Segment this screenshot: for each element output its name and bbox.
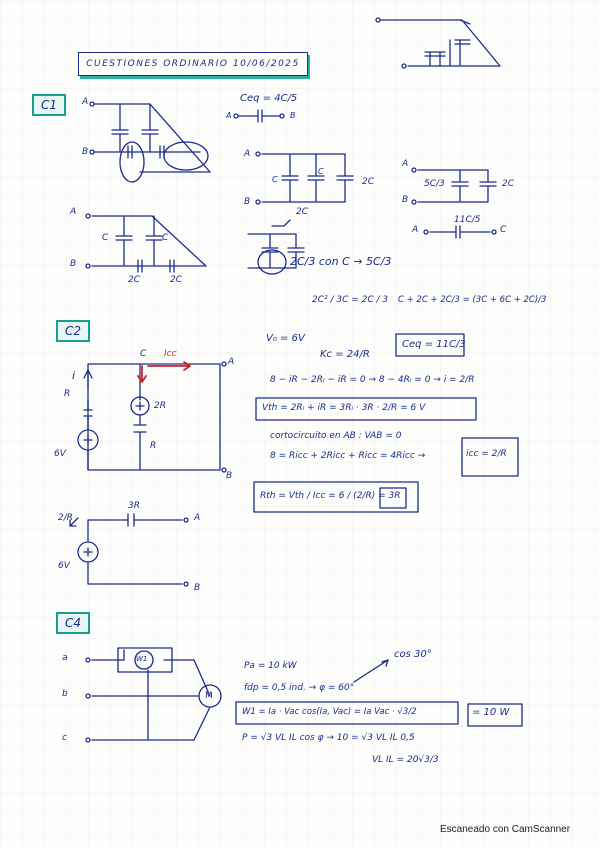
c4-p-eq: P = √3 VL IL cos φ → 10 = √3 VL IL 0,5 [242, 733, 415, 743]
c1-c3-node-a: A [402, 159, 409, 169]
c4-fdp: fdp = 0,5 ind. → φ = 60° [244, 683, 355, 693]
c1-c4-node-a: A [412, 225, 419, 235]
c1-circuit-3 [411, 167, 497, 239]
c2-thev-r: 3R [128, 501, 140, 511]
c1-node-b: B [82, 147, 89, 157]
c1-label-2c-far: 2C [502, 179, 515, 189]
c1-label-c-mid: C [318, 167, 324, 176]
question-label-c2: C2 [56, 320, 90, 342]
c4-line-c: c [62, 733, 67, 743]
c1-circuit-2 [255, 151, 354, 205]
c4-wattmeter: W1 [136, 655, 148, 663]
c2-ceq-result: Ceq = 11C/3 [402, 339, 466, 350]
c1-circuit-5 [247, 219, 305, 275]
c4-line-b: b [62, 689, 68, 699]
c2-icc-arrow [137, 361, 191, 383]
c1-label-2c-right: 2C [362, 177, 375, 187]
c2-thevenin-circuit [69, 513, 189, 587]
c1-ceq-node-a: A [226, 111, 232, 120]
c4-annotations [235, 659, 523, 727]
c4-vl-il: VL IL = 20√3/3 [372, 755, 439, 765]
c2-eq-sum: C + 2C + 2C/3 = (3C + 6C + 2C)/3 [398, 295, 547, 305]
c2-thev-v: 6V [58, 561, 70, 571]
c1-node-a: A [82, 97, 89, 107]
c2-node-b: B [226, 471, 233, 481]
c2-eq-fraction: 2C² / 3C = 2C / 3 [312, 295, 389, 305]
c2-label-2r: 2R [154, 401, 166, 411]
c2-thev-b: B [194, 583, 201, 593]
c1-label-11c5: 11C/5 [454, 215, 481, 225]
c2-rth: Rth = Vth / Icc = 6 / (2/R) = 3R [260, 491, 401, 501]
c1-c5-node-b: B [70, 259, 77, 269]
c2-thev-a: A [194, 513, 201, 523]
c1-c2-node-a: A [244, 149, 251, 159]
c1-series-note: 2C/3 con C → 5C/3 [290, 255, 392, 268]
c2-thev-i: 2/R [58, 513, 74, 523]
c2-circuit [77, 361, 227, 473]
c1-label-2c-under: 2C [296, 207, 309, 217]
question-label-c1: C1 [32, 94, 66, 116]
c4-w1-result: = 10 W [472, 707, 510, 718]
c2-result-boxes [253, 333, 519, 513]
c2-short-eq: 8 = Ricc + 2Ricc + Ricc = 4Ricc → [270, 451, 426, 461]
c1-c5-label-c2: C [162, 233, 169, 243]
c1-ceq-node-b: B [290, 111, 296, 120]
c2-kc: Kc = 24/R [320, 349, 370, 360]
c1-circuit-1 [89, 101, 211, 183]
c1-ceq-symbol [233, 109, 285, 123]
c1-c2-node-b: B [244, 197, 251, 207]
c1-c5-label-c1: C [102, 233, 109, 243]
c2-vo: V₀ = 6V [266, 333, 305, 344]
c2-label-r-mid: R [150, 441, 157, 451]
c4-motor: M [205, 691, 213, 701]
c2-short-title: cortocircuito en AB : VAB = 0 [270, 431, 402, 441]
c1-c5-label-2c-b: 2C [170, 275, 183, 285]
c2-current-i: i [72, 369, 76, 382]
c1-c5-label-2c-a: 2C [128, 275, 141, 285]
c4-cos30: cos 30° [394, 649, 432, 660]
c1-ceq-top: Ceq = 4C/5 [240, 93, 298, 104]
scanner-watermark: Escaneado con CamScanner [440, 824, 571, 835]
c4-w1-eq: W1 = Ia · Vac cos(Ia, Vac) = Ia Vac · √3… [242, 707, 417, 717]
c2-node-a: A [228, 357, 235, 367]
c2-mesh-eq: 8 − iR − 2Rᵢ − iR = 0 → 8 − 4Rᵢ = 0 → i … [270, 375, 475, 385]
c1-circuit-4 [85, 213, 207, 273]
c4-line-a: a [62, 653, 68, 663]
c2-label-6v: 6V [54, 449, 66, 459]
c4-pa: Pa = 10 kW [244, 661, 297, 671]
c1-c3-node-b: B [402, 195, 409, 205]
c2-label-r-left: R [64, 389, 71, 399]
c1-c5-node-a: A [70, 207, 77, 217]
c1-label-5c3: 5C/3 [424, 179, 445, 189]
c1-c4-node-c: C [500, 225, 507, 235]
c1-label-c-left: C [272, 175, 278, 184]
c2-node-c: C [140, 349, 147, 359]
c2-vth: Vth = 2Rᵢ + iR = 3Rᵢ · 3R · 2/R = 6 V [262, 403, 426, 413]
c2-icc-label: Icc [164, 349, 177, 359]
top-right-sketch [375, 17, 501, 69]
c4-circuit [85, 647, 222, 743]
question-label-c4: C4 [56, 612, 90, 634]
page-title: CUESTIONES ORDINARIO 10/06/2025 [78, 52, 308, 76]
c2-icc-result: icc = 2/R [466, 449, 507, 459]
